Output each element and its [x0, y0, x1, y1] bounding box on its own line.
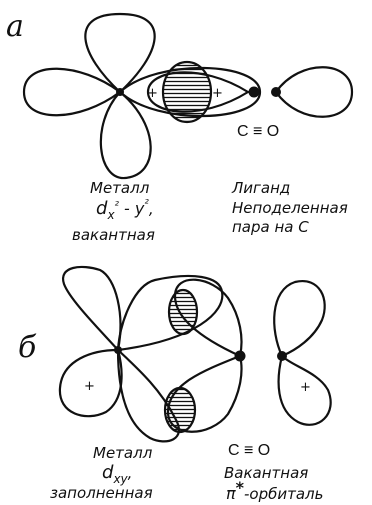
lobe-sign-plus: +	[212, 86, 223, 101]
oxygen-atom-dot	[271, 87, 281, 97]
metal-nucleus	[116, 88, 124, 96]
caption-line: Металл	[93, 444, 153, 462]
panel-a: а + + C ≡ O Металл dx² - y², вакантная	[6, 9, 352, 244]
metal-dx2y2-orbital	[24, 14, 260, 178]
panel-a-letter: а	[6, 9, 24, 44]
oxygen-pi-star-lobe-upper	[274, 281, 325, 356]
caption-line: Лиганд	[231, 179, 290, 197]
ligand-caption-a: Лиганд Неподеленная пара на C	[231, 179, 348, 236]
lobe-sign-plus: +	[300, 380, 311, 395]
lobe-sign-plus: +	[84, 379, 95, 394]
oxygen-atom-dot	[277, 351, 287, 361]
orbital-formula: dx² - y²,	[96, 197, 154, 222]
bond-label-co: C ≡ O	[237, 123, 279, 140]
carbon-atom-dot	[235, 351, 246, 362]
bond-label-co: C ≡ O	[228, 442, 270, 459]
oxygen-back-lobe	[276, 67, 352, 117]
metal-caption-b: Металл dxy, заполненная	[50, 444, 153, 502]
orbital-lobe-top	[85, 14, 154, 92]
overlap-region-a	[160, 60, 220, 130]
orbital-lobe-upper-left	[63, 267, 120, 350]
carbon-atom-dot	[249, 87, 260, 98]
caption-line: вакантная	[72, 226, 155, 244]
panel-b: б + + C ≡ O Металл d	[18, 267, 331, 503]
metal-caption-a: Металл dx² - y², вакантная	[72, 179, 155, 244]
caption-line: заполненная	[50, 484, 153, 502]
metal-dxy-orbital	[60, 267, 222, 441]
orbital-formula: dxy,	[102, 462, 132, 486]
lobe-sign-plus: +	[147, 86, 158, 101]
overlap-region-b-lower	[160, 386, 200, 436]
caption-line: Металл	[90, 179, 150, 197]
metal-nucleus	[114, 346, 122, 354]
ligand-caption-b: Вакантная π*-орбиталь	[224, 464, 323, 503]
caption-line: пара на C	[232, 218, 309, 236]
caption-line: Неподеленная	[232, 199, 348, 217]
panel-b-letter: б	[18, 330, 37, 365]
